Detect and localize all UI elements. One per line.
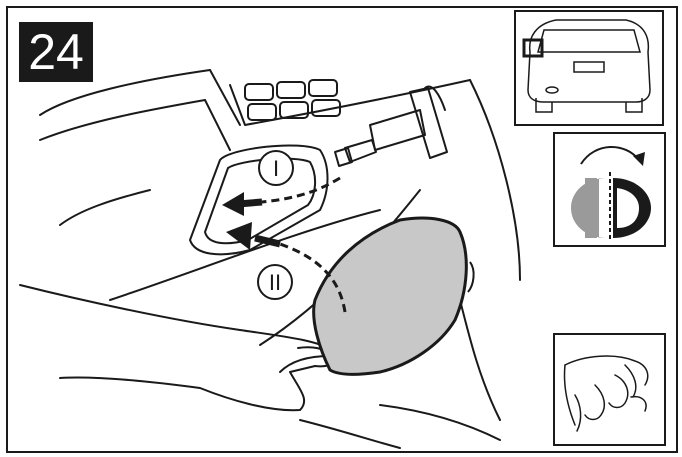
hand-outline <box>20 285 336 410</box>
rotation-direction-icon <box>555 134 664 245</box>
hand-grip-icon <box>555 335 664 444</box>
cover-panel <box>314 218 467 374</box>
hand-grip-inset <box>553 333 666 446</box>
arrow-i-label: I <box>273 156 279 181</box>
step-number-badge: 24 <box>19 22 93 82</box>
vent-area <box>230 80 470 125</box>
car-rear-view-inset <box>514 10 664 126</box>
rotation-direction-inset <box>553 132 666 247</box>
car-rear-view-icon <box>516 12 662 124</box>
arrow-ii-label: II <box>269 270 281 295</box>
